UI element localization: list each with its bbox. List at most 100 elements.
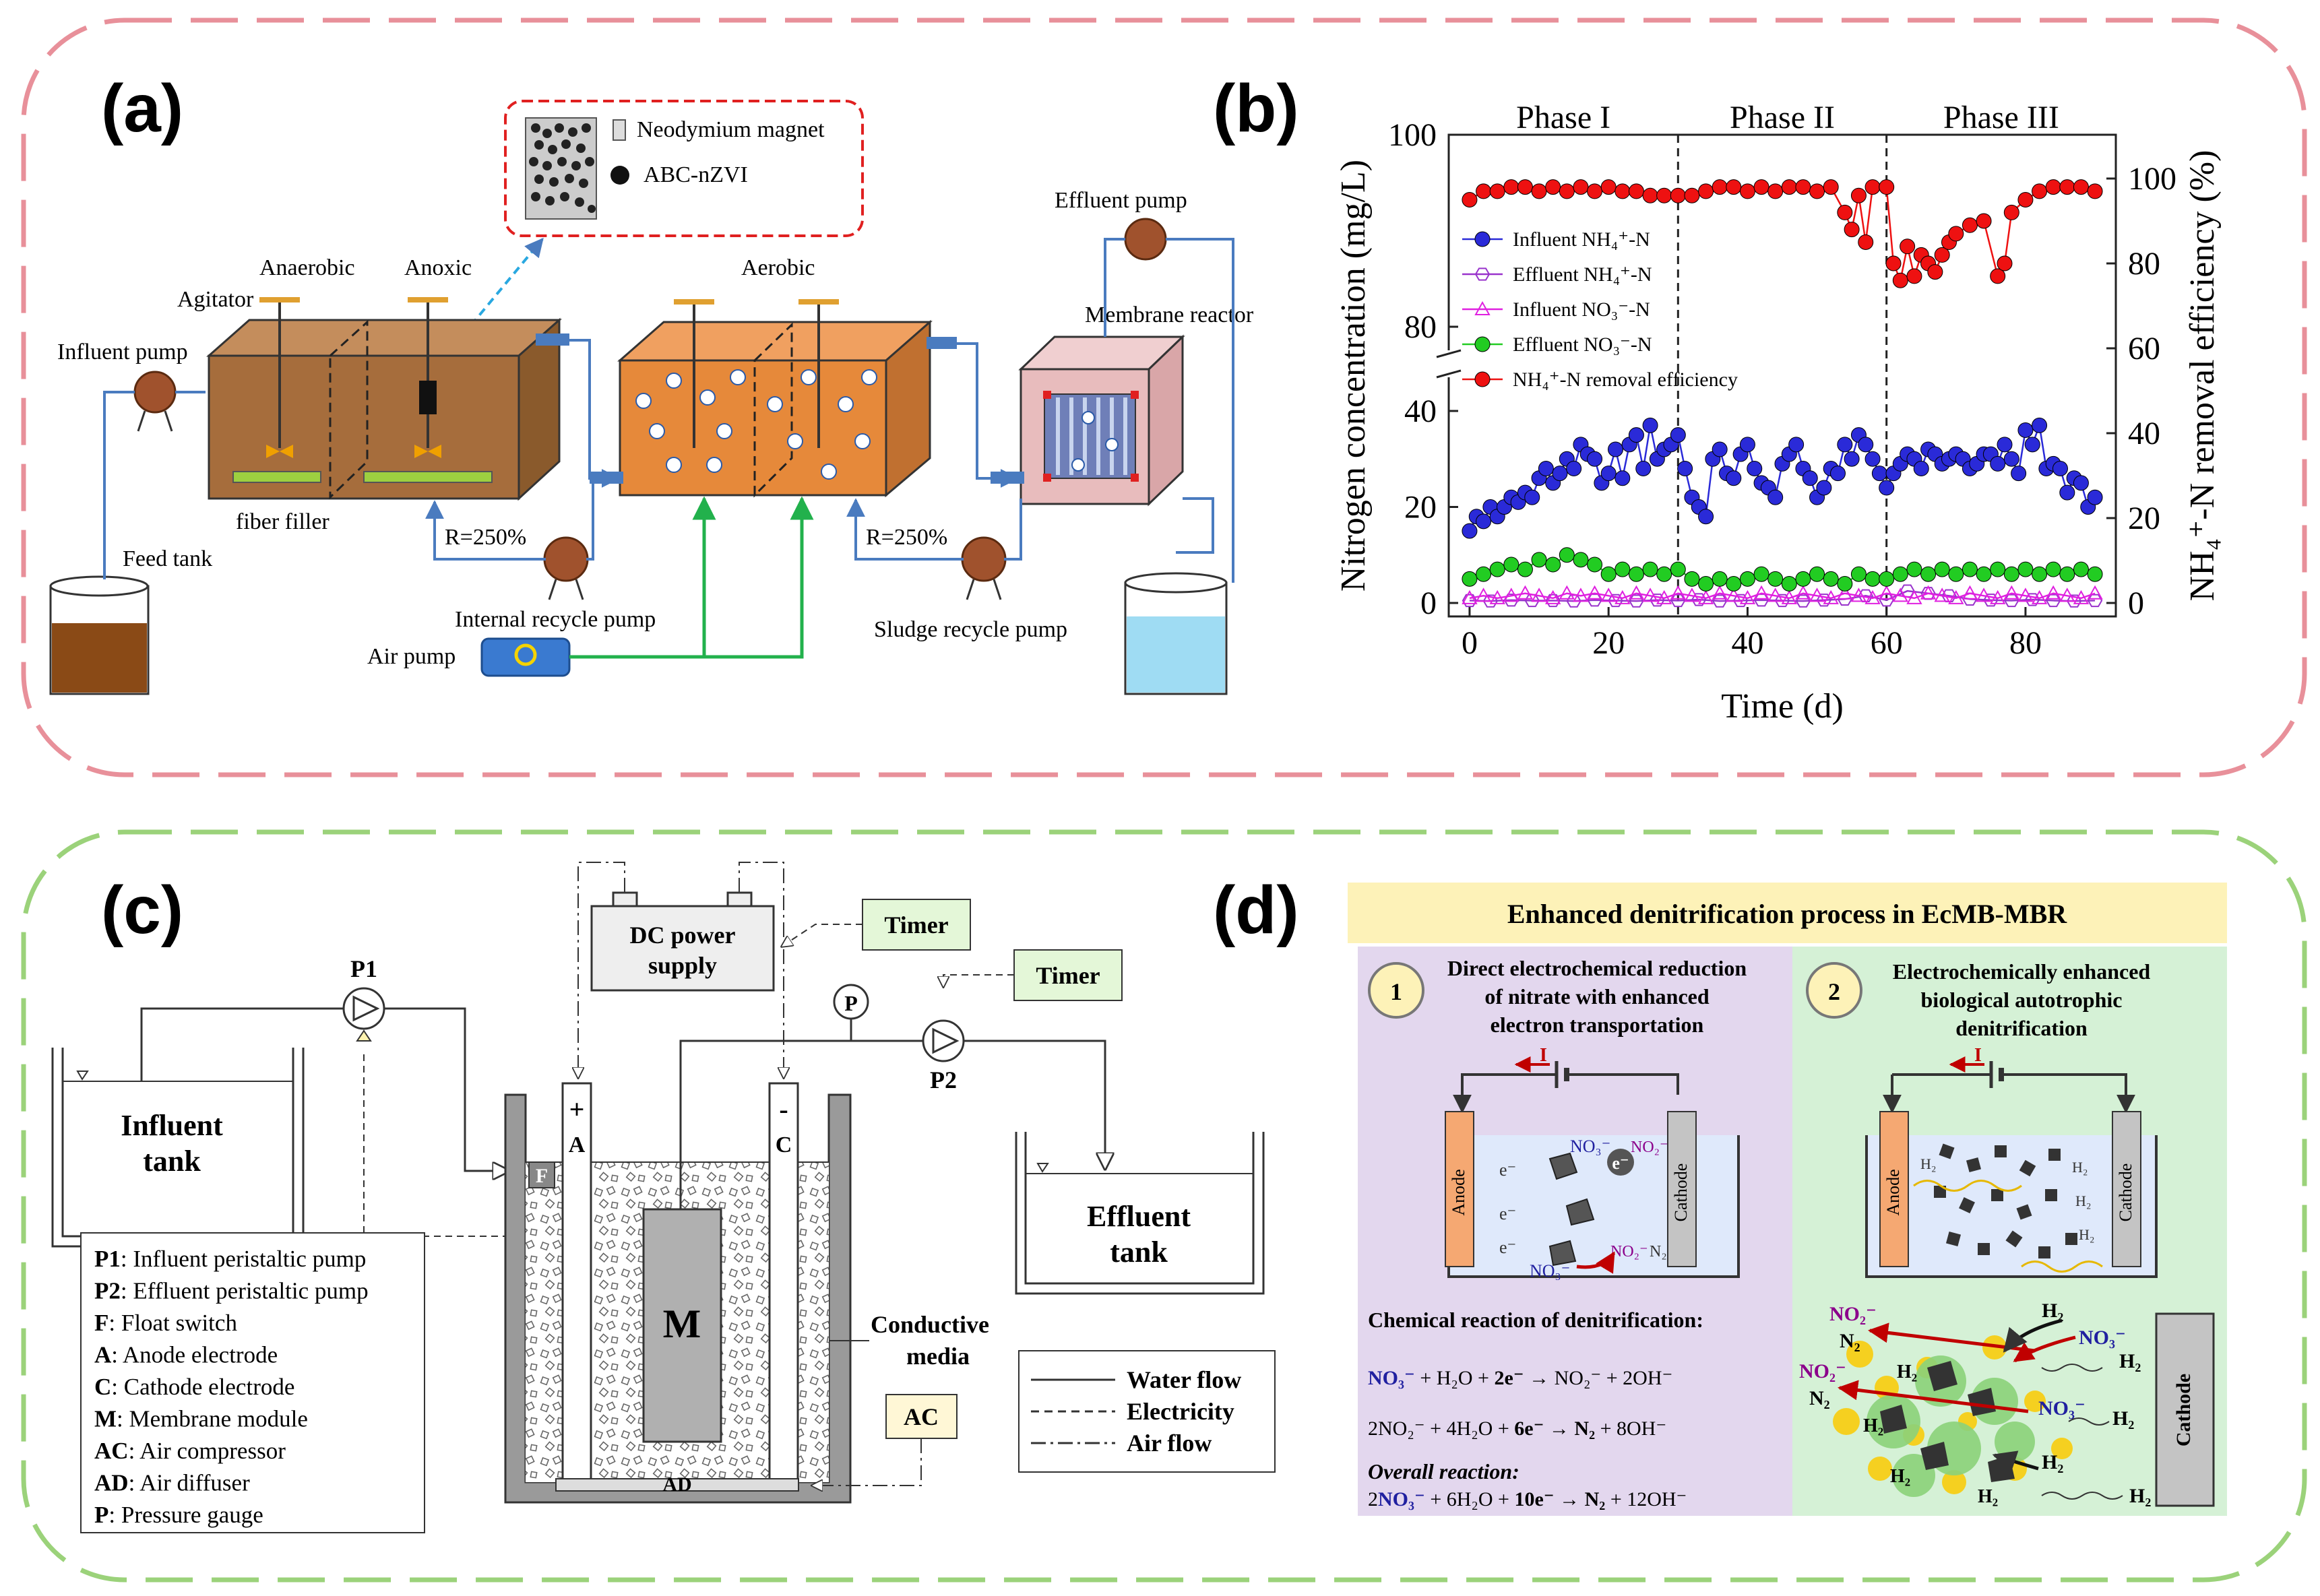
data-point <box>1879 571 1895 587</box>
data-point <box>2011 466 2027 482</box>
data-point <box>1934 561 1950 577</box>
dc-label-2: supply <box>648 952 717 979</box>
key-row: A: Anode electrode <box>94 1342 278 1368</box>
data-point <box>1989 589 2006 604</box>
data-point <box>1739 183 1755 199</box>
data-point <box>1962 217 1978 233</box>
data-point <box>1920 566 1937 582</box>
data-point <box>1753 585 1769 600</box>
legend-entry: Influent NH₄⁺-N <box>1513 228 1650 251</box>
data-point <box>1767 183 1784 199</box>
data-point <box>1462 523 1478 539</box>
timer-2-label: Timer <box>1036 962 1100 989</box>
data-point <box>1781 589 1798 604</box>
data-point <box>1476 513 1492 530</box>
key-row: P1: Influent peristaltic pump <box>94 1246 366 1272</box>
bio-h2-4: H₂ <box>2042 1451 2063 1473</box>
data-point <box>1739 571 1755 587</box>
data-point <box>1809 566 1825 582</box>
data-point <box>1600 587 1617 602</box>
membrane-label: M <box>663 1302 701 1346</box>
air-pipes <box>569 496 814 659</box>
data-point <box>1544 589 1561 604</box>
cell-1-no2-bottom: NO₂⁻ <box>1610 1243 1648 1260</box>
data-point <box>2087 594 2103 608</box>
legend-electricity: Electricity <box>1127 1398 1234 1425</box>
data-point <box>1476 566 1492 582</box>
data-point <box>2045 561 2061 577</box>
data-point <box>1844 222 1860 238</box>
effluent-tank-label-2: tank <box>1110 1236 1168 1269</box>
key-desc: : Pressure gauge <box>108 1502 263 1528</box>
data-point <box>1614 183 1631 199</box>
data-point <box>1837 204 1853 220</box>
key-desc: : Float switch <box>108 1310 237 1336</box>
key-abbr: M <box>94 1406 117 1432</box>
data-point <box>1864 571 1881 587</box>
legend-entry: Effluent NO₃⁻-N <box>1513 333 1652 356</box>
data-point <box>1628 585 1645 600</box>
data-point <box>2032 417 2048 433</box>
key-abbr: P2 <box>94 1278 121 1304</box>
data-point <box>1948 589 1964 604</box>
legend-water-flow: Water flow <box>1127 1366 1241 1393</box>
data-point <box>1531 587 1547 602</box>
conductive-label-2: media <box>906 1343 970 1370</box>
tank-aerobic <box>617 299 933 498</box>
data-point <box>1656 187 1672 203</box>
data-point <box>1489 561 1505 577</box>
data-point <box>2052 461 2068 476</box>
y2-tick-label: 80 <box>2128 246 2160 282</box>
data-point <box>1864 589 1881 604</box>
data-point <box>1462 571 1478 587</box>
data-point <box>1781 576 1797 592</box>
data-point <box>1545 179 1561 195</box>
data-point <box>1517 585 1534 600</box>
step-1-number: 1 <box>1390 978 1402 1005</box>
effluent-tank-label-1: Effluent <box>1087 1200 1191 1233</box>
bio-h2-6: H₂ <box>1897 1362 1917 1382</box>
panel-a: (a) Neodymium magnet ABC-nZVI Anaerobic … <box>49 71 1254 695</box>
step-1-heading-2: of nitrate with enhanced <box>1484 984 1710 1009</box>
data-point <box>1739 589 1756 604</box>
key-abbr: AD <box>94 1470 129 1496</box>
agitator-label: Agitator <box>177 287 254 312</box>
cell-1-no3-top: NO₃⁻ <box>1570 1137 1610 1156</box>
data-point <box>2087 566 2103 582</box>
cell-2-h2-1: H₂ <box>1920 1155 1937 1172</box>
big-cathode-label: Cathode <box>2172 1374 2195 1446</box>
d-title: Enhanced denitrification process in EcMB… <box>1507 899 2067 929</box>
dc-label-1: DC power <box>630 922 736 949</box>
r-sludge-label: R=250% <box>866 525 947 550</box>
data-point <box>1698 183 1714 199</box>
data-point <box>1559 585 1575 600</box>
anaerobic-label: Anaerobic <box>259 255 355 280</box>
cathode-sign: - <box>779 1094 788 1124</box>
effluent-pump-icon <box>1124 218 1167 261</box>
bio-no2-1: NO₂⁻ <box>1829 1303 1877 1325</box>
data-point <box>1823 589 1839 604</box>
x-axis-title: Time (d) <box>1721 687 1844 726</box>
data-point <box>1795 571 1811 587</box>
key-desc: : Air compressor <box>129 1438 286 1464</box>
data-point <box>1642 187 1658 203</box>
key-row: M: Membrane module <box>94 1406 308 1432</box>
data-point <box>1517 561 1533 577</box>
anode-electrode <box>561 1082 592 1482</box>
data-point <box>1906 561 1922 577</box>
data-point <box>1795 179 1811 195</box>
data-point <box>2073 179 2089 195</box>
cell-1-electron-3: e⁻ <box>1499 1238 1516 1257</box>
y2-axis-title: NH₄⁺-N removal efficiency (%) <box>2183 150 2222 602</box>
cell-2-h2-4: H₂ <box>2079 1226 2095 1243</box>
data-point <box>1858 234 1874 250</box>
data-point <box>1573 179 1589 195</box>
magnet-icon <box>613 119 626 141</box>
data-point <box>1934 247 1950 263</box>
y2-tick-label: 0 <box>2128 585 2144 621</box>
data-point <box>1837 585 1853 600</box>
data-point <box>1474 300 1491 315</box>
key-row: C: Cathode electrode <box>94 1374 294 1400</box>
data-point <box>2059 587 2075 602</box>
data-point <box>2073 589 2090 604</box>
